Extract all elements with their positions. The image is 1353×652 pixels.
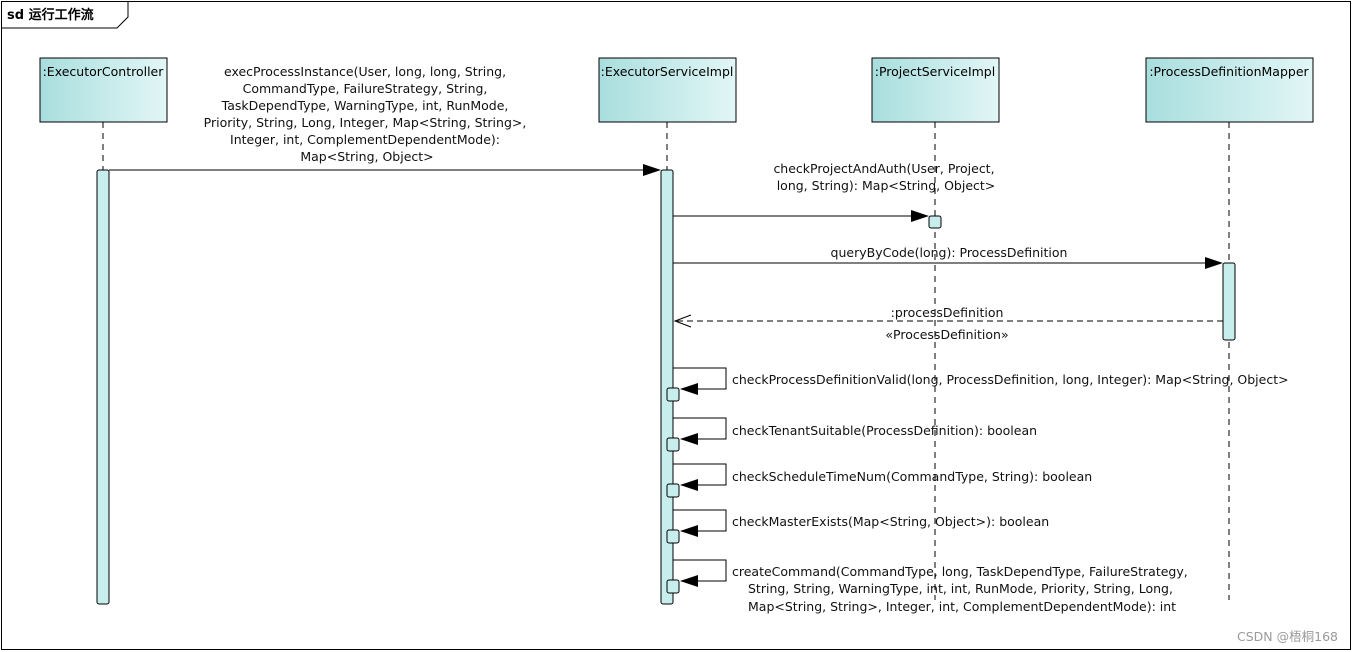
lifeline-executor-service-impl: :ExecutorServiceImpl xyxy=(598,57,737,123)
svg-text:checkProjectAndAuth(User, Proj: checkProjectAndAuth(User, Project, long,… xyxy=(773,161,998,193)
activation-executor-controller xyxy=(96,169,110,605)
svg-text:«ProcessDefinition»: «ProcessDefinition» xyxy=(885,327,1008,342)
message-query-by-code: queryByCode(long): ProcessDefinition xyxy=(673,245,1223,269)
lifeline-label-process-definition-mapper: :ProcessDefinitionMapper xyxy=(1149,64,1309,79)
lifeline-label-executor-service-impl: :ExecutorServiceImpl xyxy=(601,64,734,79)
message-check-tenant-suitable: checkTenantSuitable(ProcessDefinition): … xyxy=(666,417,1037,452)
svg-text::processDefinition: :processDefinition xyxy=(891,305,1004,320)
lifeline-label-executor-controller: :ExecutorController xyxy=(43,64,165,79)
message-check-project-and-auth: checkProjectAndAuth(User, Project, long,… xyxy=(673,161,998,222)
svg-text:queryByCode(long): ProcessDefi: queryByCode(long): ProcessDefinition xyxy=(831,245,1068,260)
message-check-process-definition-valid: checkProcessDefinitionValid(long, Proces… xyxy=(666,367,1289,402)
message-check-master-exists: checkMasterExists(Map<String, Object>): … xyxy=(666,509,1049,544)
lifeline-head-executor-service-impl xyxy=(598,57,737,123)
svg-text:checkMasterExists(Map<String,: checkMasterExists(Map<String, Object>): … xyxy=(732,514,1049,529)
message-process-definition-return: :processDefinition «ProcessDefinition» xyxy=(673,305,1223,342)
lifeline-label-project-service-impl: :ProjectServiceImpl xyxy=(875,64,995,79)
watermark: CSDN @梧桐168 xyxy=(1237,629,1338,644)
message-exec-process-instance: execProcessInstance(User, long, long, St… xyxy=(109,64,661,176)
lifeline-head-process-definition-mapper xyxy=(1145,57,1314,123)
frame-title: sd 运行工作流 xyxy=(7,7,94,23)
lifeline-project-service-impl: :ProjectServiceImpl xyxy=(871,57,1000,123)
frame-title-tab xyxy=(1,1,129,29)
lifeline-executor-controller: :ExecutorController xyxy=(39,57,168,123)
svg-text:createCommand(CommandType, lon: createCommand(CommandType, long, TaskDep… xyxy=(732,564,1192,614)
svg-text:checkScheduleTimeNum(CommandTy: checkScheduleTimeNum(CommandType, String… xyxy=(732,469,1092,484)
svg-text:checkTenantSuitable(ProcessDef: checkTenantSuitable(ProcessDefinition): … xyxy=(732,423,1037,438)
lifeline-head-project-service-impl xyxy=(871,57,1000,123)
message-check-schedule-time-num: checkScheduleTimeNum(CommandType, String… xyxy=(666,463,1092,498)
message-create-command: createCommand(CommandType, long, TaskDep… xyxy=(666,559,1192,614)
svg-text:execProcessInstance(User, long: execProcessInstance(User, long, long, St… xyxy=(204,64,531,164)
activation-process-definition-mapper xyxy=(1222,262,1236,341)
activation-project-service-impl xyxy=(928,215,942,229)
svg-text:checkProcessDefinitionValid(lo: checkProcessDefinitionValid(long, Proces… xyxy=(732,372,1289,387)
lifeline-process-definition-mapper: :ProcessDefinitionMapper xyxy=(1145,57,1314,123)
